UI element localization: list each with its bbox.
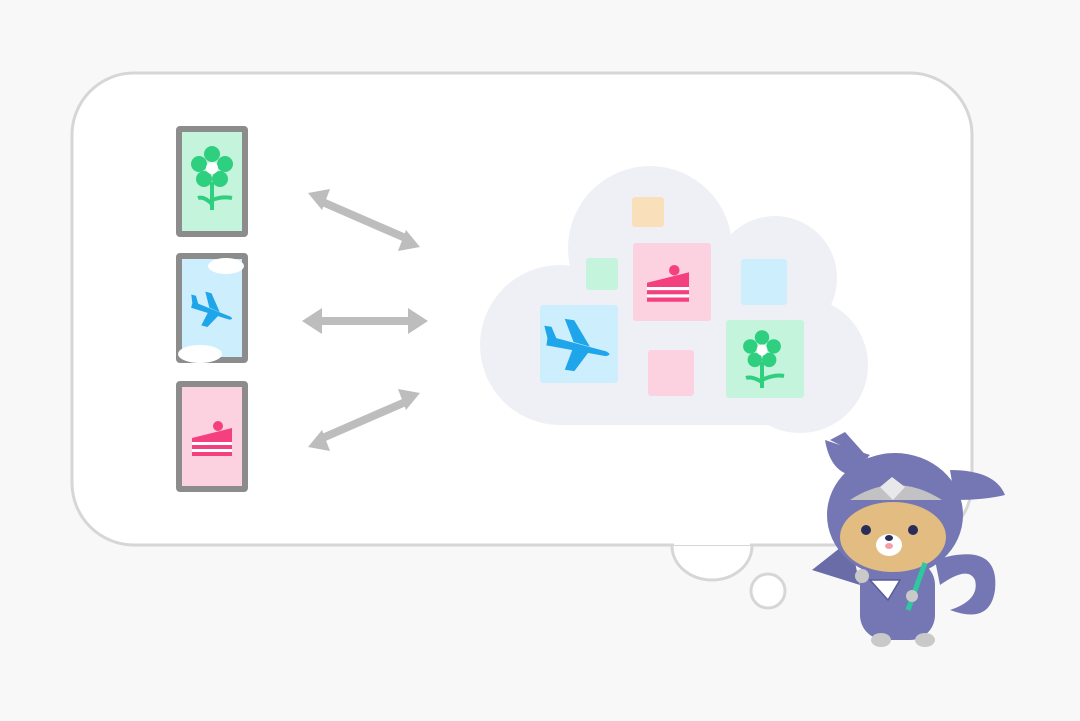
mascot-ninja-dog [812, 432, 1005, 647]
device-cake [176, 381, 248, 492]
cloud-tiles [538, 197, 804, 398]
sync-arrows [302, 189, 428, 451]
sync-arrow-icon [302, 308, 428, 334]
device-flower [176, 126, 248, 237]
sync-arrow-icon [308, 189, 420, 251]
sync-arrow-icon [308, 389, 420, 451]
device-airplane [176, 253, 248, 363]
